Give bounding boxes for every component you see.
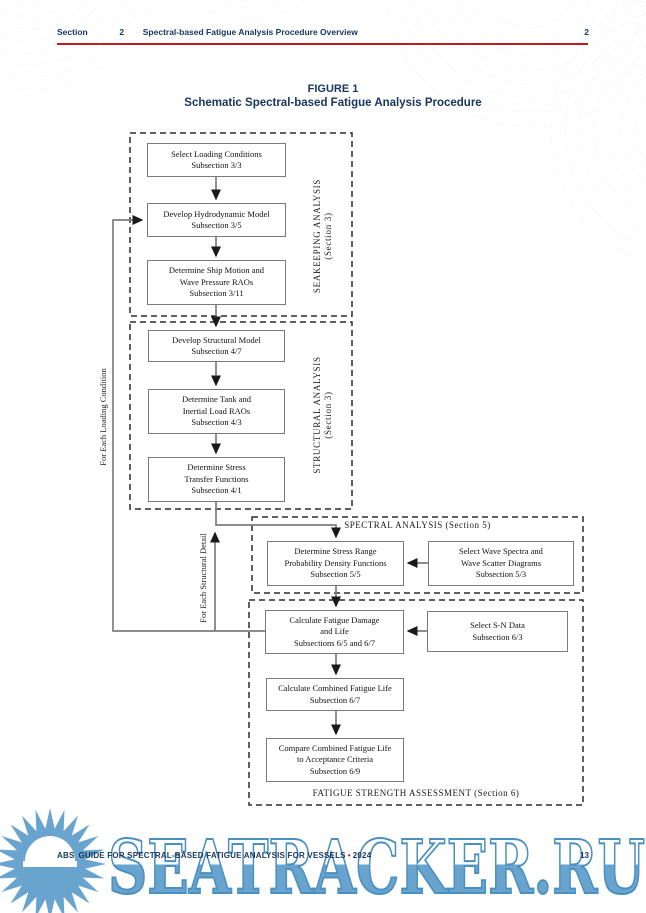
box-select-loading-conditions: Select Loading Conditions Subsection 3/3 [147,143,286,177]
header-rule [57,43,588,46]
structural-group-label: STRUCTURAL ANALYSIS (Section 3) [312,340,334,490]
footer-page-number: 13 [580,851,589,860]
structural-group-label-line1: STRUCTURAL ANALYSIS [312,356,322,474]
seakeeping-group-label: SEAKEEPING ANALYSIS (Section 3) [312,161,334,311]
figure-title-block: FIGURE 1 Schematic Spectral-based Fatigu… [30,83,636,109]
figure-label: FIGURE 1 [307,83,359,95]
seakeeping-group-label-line1: SEAKEEPING ANALYSIS [312,178,322,294]
loop-structural-detail-label: For Each Structural Detail [198,533,208,623]
watermark-text: SEATRACKER.RU [108,825,645,911]
structural-group-label-line2: (Section 3) [323,391,333,439]
box-combined-fatigue-life: Calculate Combined Fatigue Life Subsecti… [266,678,404,711]
loop-loading-condition-label: For Each Loading Condition [98,368,108,466]
box-wave-spectra-scatter: Select Wave Spectra and Wave Scatter Dia… [428,541,574,586]
box-tank-inertial-load-raos: Determine Tank and Inertial Load RAOs Su… [148,389,285,434]
box-ship-motion-wave-pressure-raos: Determine Ship Motion and Wave Pressure … [147,260,286,305]
header-section-label: Section [57,27,88,37]
footer-title: GUIDE FOR SPECTRAL-BASED FATIGUE ANALYSI… [78,851,346,860]
box-compare-fatigue-life: Compare Combined Fatigue Life to Accepta… [266,738,404,782]
figure-title: Schematic Spectral-based Fatigue Analysi… [184,97,482,109]
header-title: Spectral-based Fatigue Analysis Procedur… [142,27,358,37]
box-stress-transfer-functions: Determine Stress Transfer Functions Subs… [148,457,285,502]
box-develop-structural-model: Develop Structural Model Subsection 4/7 [148,330,285,362]
footer-year: 2024 [352,851,372,860]
header-section-number: 2 [119,27,125,37]
box-develop-hydrodynamic-model: Develop Hydrodynamic Model Subsection 3/… [147,203,286,237]
header-page-number: 2 [584,27,589,37]
sun-logo [0,808,106,913]
spectral-group-label: SPECTRAL ANALYSIS (Section 5) [344,520,491,530]
page-header: Section 2 Spectral-based Fatigue Analysi… [57,27,589,41]
footer-brand: ABS [57,851,75,860]
box-sn-data: Select S-N Data Subsection 6/3 [427,611,568,652]
box-stress-range-pdf: Determine Stress Range Probability Densi… [267,541,404,586]
box-fatigue-damage-life: Calculate Fatigue Damage and Life Subsec… [265,610,404,654]
seakeeping-group-label-line2: (Section 3) [323,212,333,260]
fatigue-group-label: FATIGUE STRENGTH ASSESSMENT (Section 6) [312,788,520,798]
footer-separator: • [347,851,351,860]
